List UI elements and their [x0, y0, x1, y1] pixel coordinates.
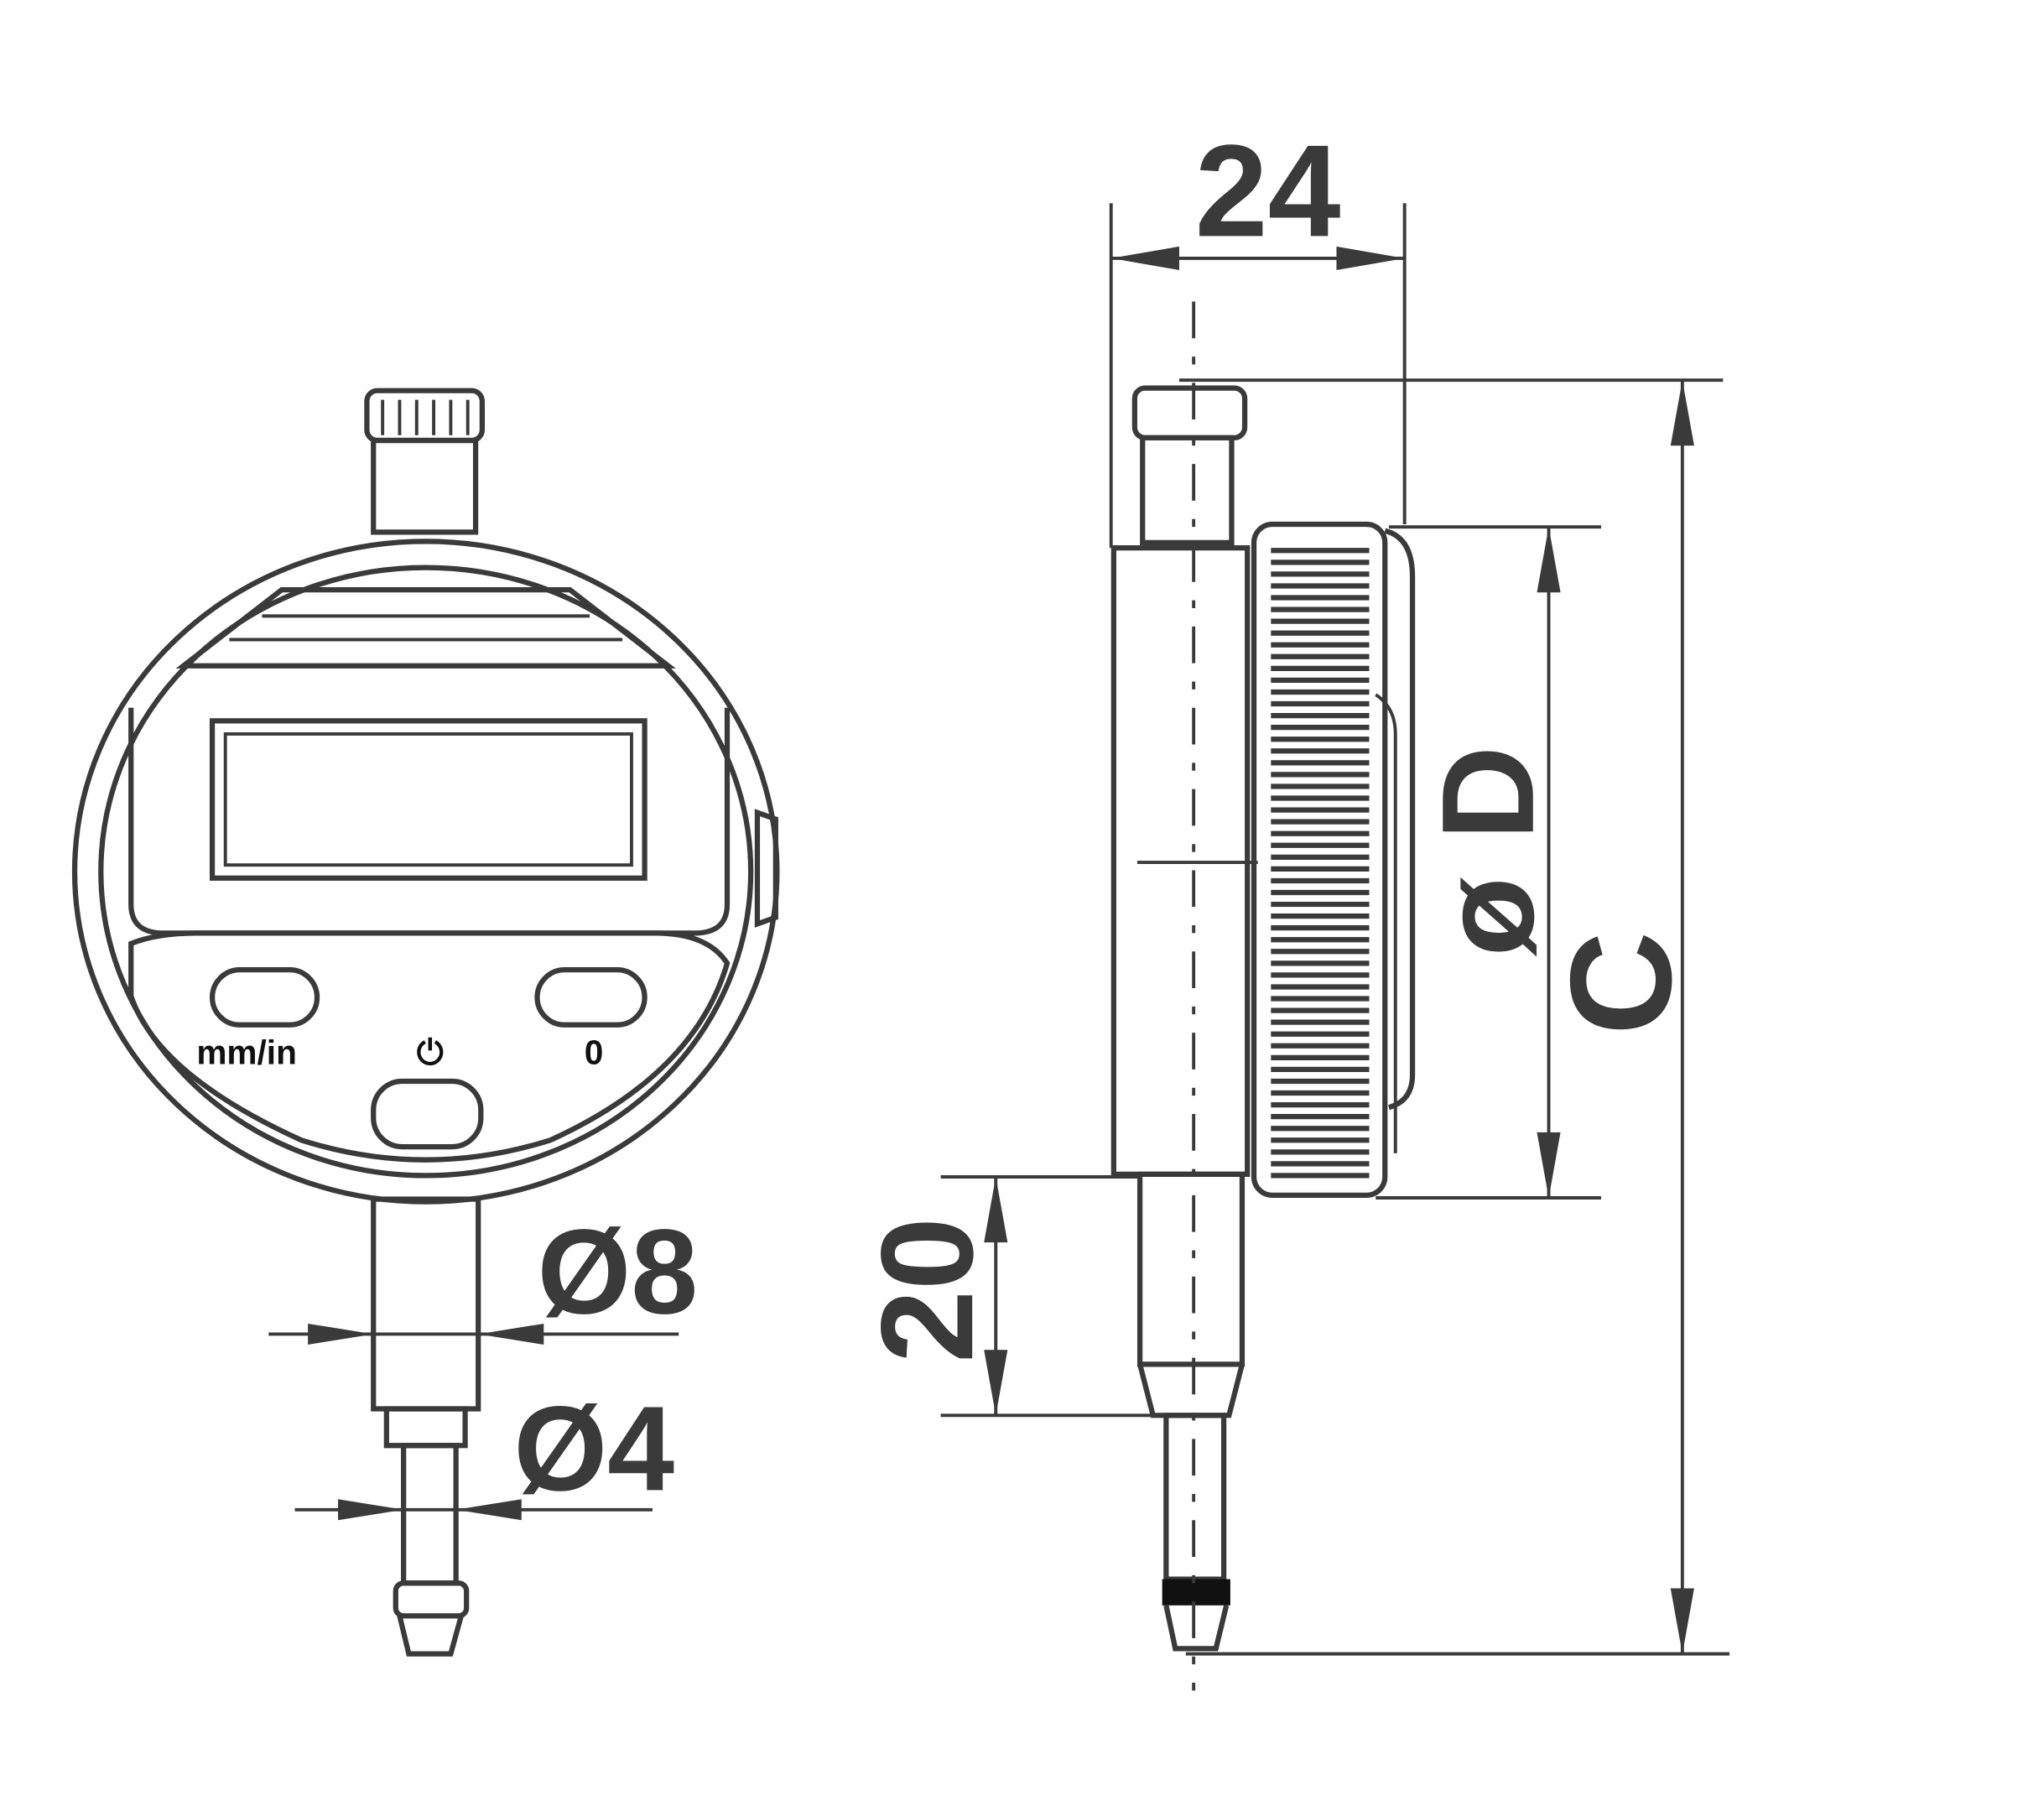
top-ribbed-panel [175, 587, 676, 669]
total-length-label: C [1541, 931, 1702, 1035]
contact-tip [397, 1615, 464, 1657]
stem-diameter-label: Ø8 [537, 1205, 698, 1339]
button-panel [128, 930, 731, 1163]
display-housing [128, 707, 731, 936]
zero-button-label: 0 [585, 1033, 604, 1072]
mode-button[interactable] [209, 967, 320, 1028]
mode-button-label: mm/in [196, 1033, 297, 1072]
stem-length-label: 20 [855, 1217, 1001, 1363]
power-button[interactable] [371, 1078, 484, 1150]
side-port [754, 809, 778, 928]
side-cap-knurl [1131, 385, 1248, 441]
tip-knurl [393, 1580, 470, 1619]
bezel [1251, 521, 1388, 1198]
width-label: 24 [1195, 118, 1341, 264]
dial-diameter-label: ø D [1416, 746, 1562, 957]
front-view: mm/in ⏻ 0 Ø8 Ø4 [71, 388, 780, 1657]
stem [371, 1196, 481, 1412]
top-stem [371, 437, 479, 535]
zero-button[interactable] [534, 967, 648, 1028]
spindle [401, 1443, 459, 1586]
side-view: 24 C ø D 20 [855, 118, 1730, 1691]
knurled-bezel [1271, 548, 1370, 1179]
tip-diameter-label: Ø4 [513, 1382, 674, 1516]
power-button-label: ⏻ [417, 1033, 445, 1072]
side-tip-knurl [1162, 1579, 1230, 1606]
lcd-display [209, 718, 648, 881]
